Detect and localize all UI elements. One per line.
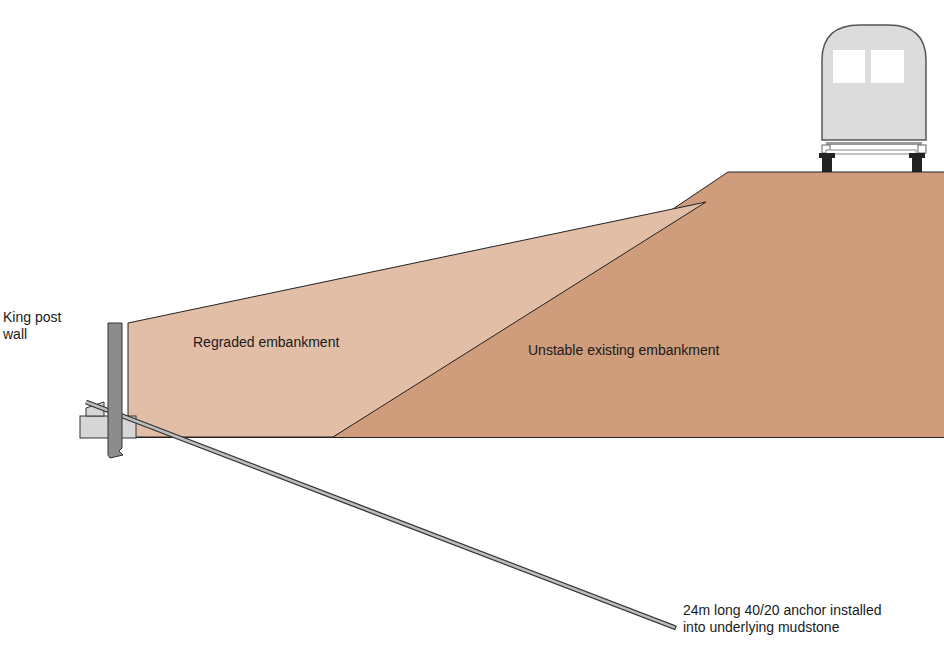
- regraded-fill: [128, 202, 706, 437]
- train: [819, 25, 926, 172]
- region-label-box: Regraded embankment: [193, 334, 393, 351]
- wall-label: King post wall: [3, 309, 75, 343]
- ground-line: [128, 437, 944, 438]
- ground-anchor: [86, 402, 676, 628]
- king-post: [108, 323, 123, 458]
- region-label-box: Unstable existing embankment: [528, 342, 768, 359]
- region-label: Unstable existing embankment: [528, 342, 768, 359]
- ground-anchor-core: [86, 402, 675, 628]
- anchor-label: 24m long 40/20 anchor installed into und…: [683, 602, 901, 636]
- region-label: Regraded embankment: [193, 334, 393, 351]
